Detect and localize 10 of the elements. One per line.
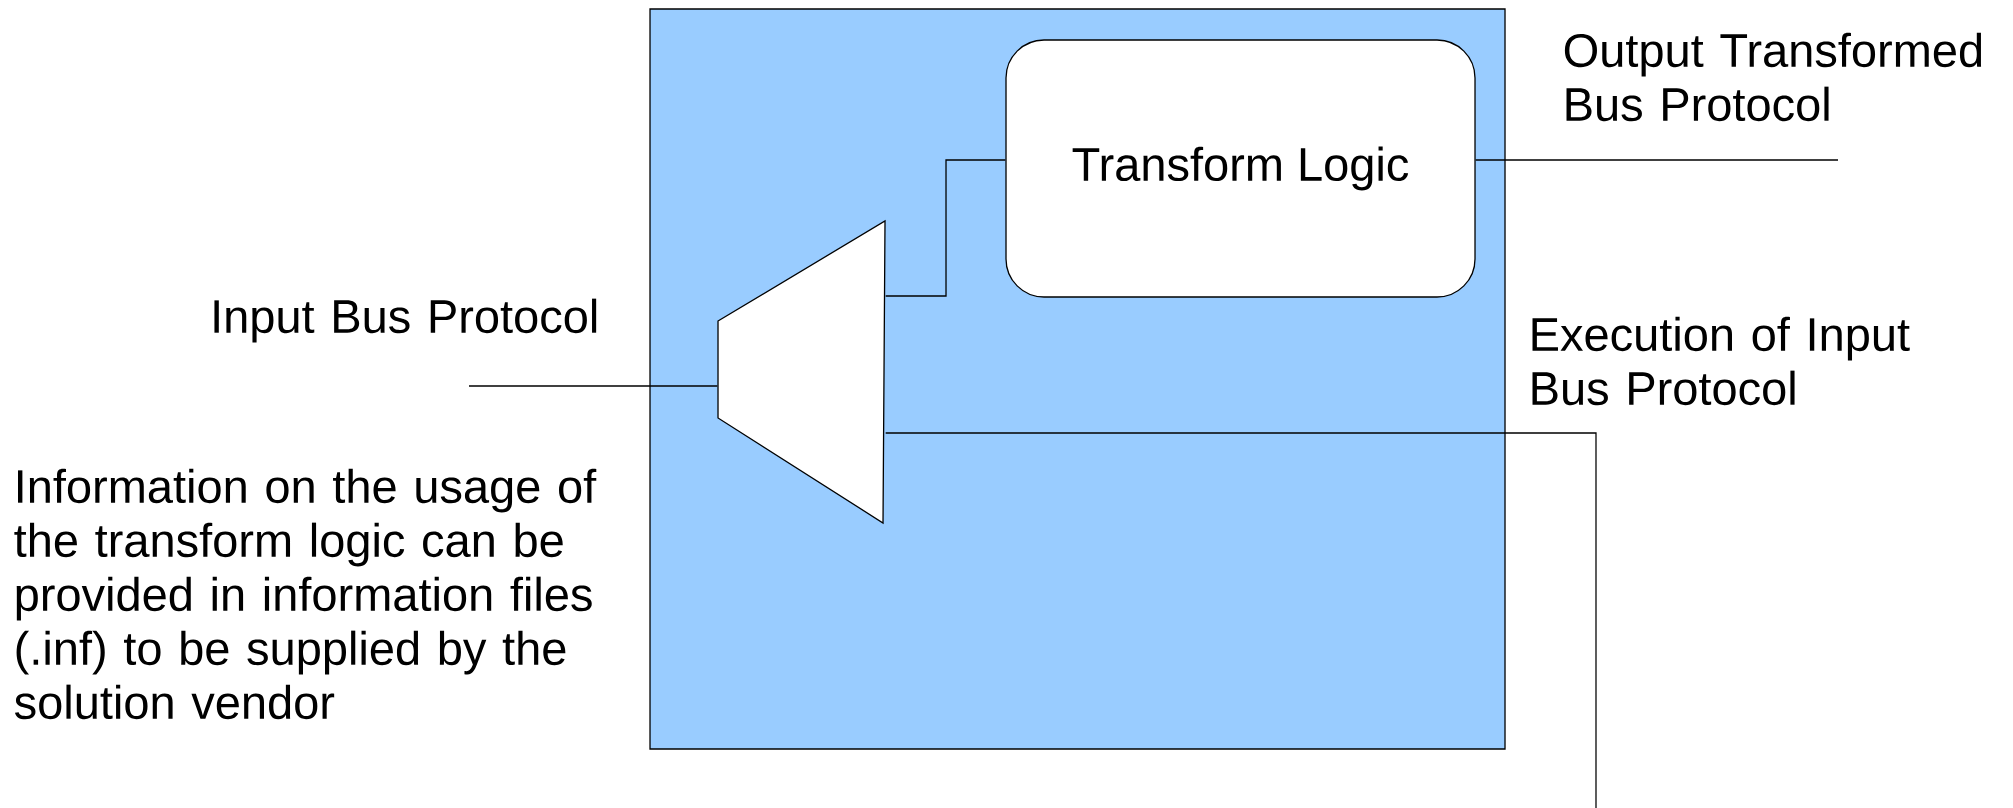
multiplexer-shape [717,219,886,525]
edge-label: Output Transformed Bus Protocol [1564,32,1982,122]
connector-line [468,385,718,387]
process-box: Transform Logic [1005,39,1476,298]
edge-label: Execution of Input Bus Protocol [1532,316,1910,406]
note-text: Information on the usage of the transform logic can be provided in information files (.inf) to be supplied by the solution vendor [14,468,597,720]
connector-line [885,159,1006,297]
connector-line [885,432,1597,808]
connector-line [1475,159,1839,161]
edge-label: Input Bus Protocol [214,298,597,343]
